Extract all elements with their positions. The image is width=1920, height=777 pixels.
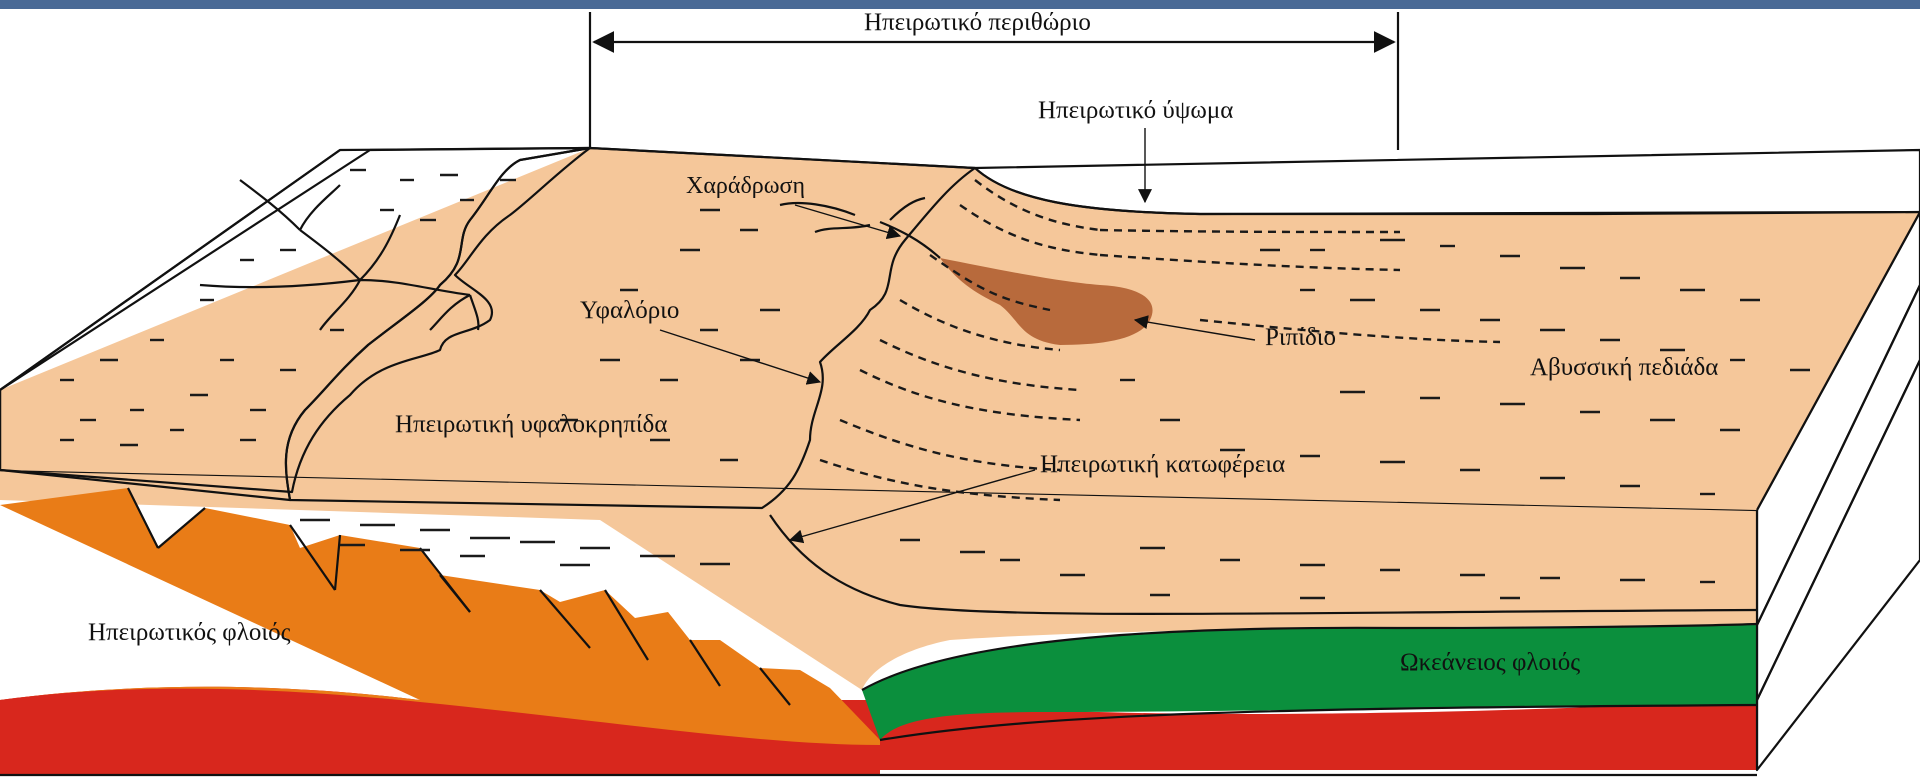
label-continental-slope: Ηπειρωτική κατωφέρεια [1040, 451, 1285, 478]
label-continental-shelf: Ηπειρωτική υφαλοκρηπίδα [395, 411, 667, 438]
label-oceanic-crust: Ωκεάνειος φλοιός [1400, 649, 1580, 676]
label-continental-crust: Ηπειρωτικός φλοιός [88, 619, 291, 646]
sea-surface [975, 150, 1920, 214]
label-canyon: Χαράδρωση [686, 173, 805, 199]
top-bar [0, 0, 1920, 9]
label-fan: Ριπίδιο [1265, 324, 1336, 351]
label-abyssal-plain: Αβυσσική πεδιάδα [1530, 354, 1718, 381]
label-reef: Υφαλόριο [580, 297, 679, 324]
label-continental-rise: Ηπειρωτικό ύψωμα [1038, 97, 1233, 124]
label-continental-margin: Ηπειρωτικό περιθώριο [864, 9, 1091, 36]
